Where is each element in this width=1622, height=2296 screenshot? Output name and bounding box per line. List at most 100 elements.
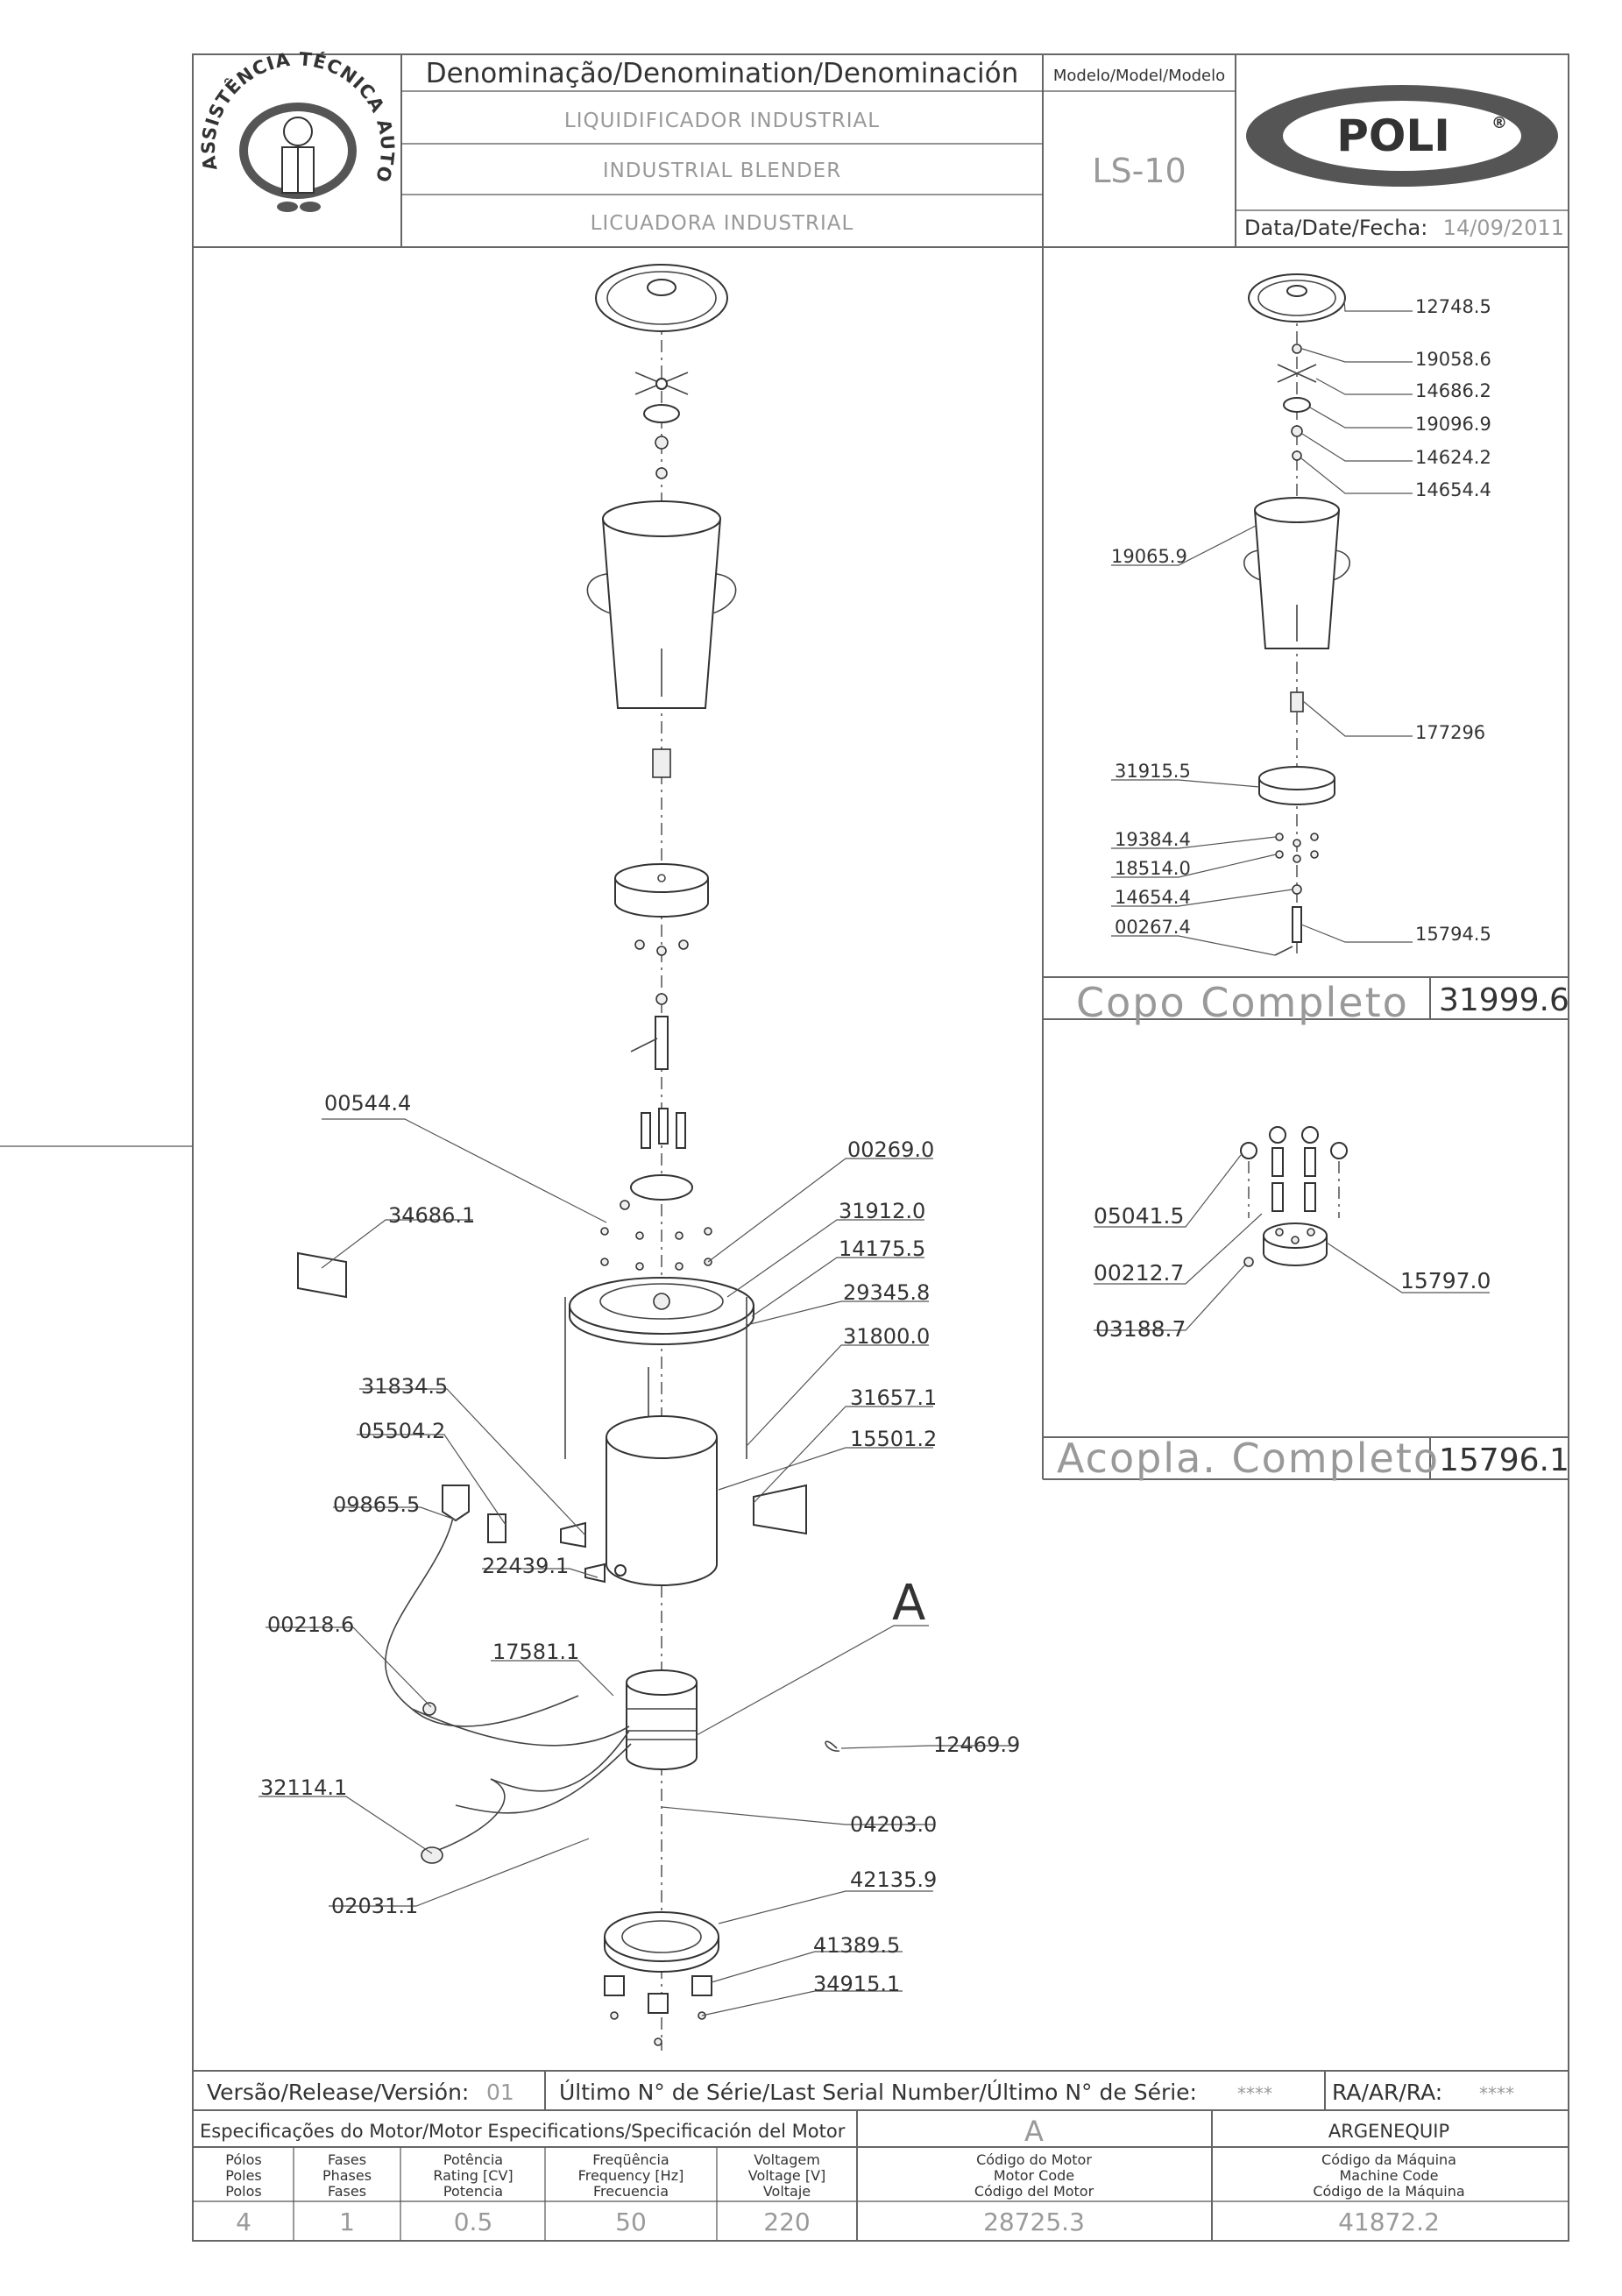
col-voltage-head-en: Voltage [V] [748,2167,826,2184]
coupling-panel: 05041.5 00212.7 03188.7 15797.0 Acopla. … [1057,1126,1569,1482]
coupling-panel-code: 15796.1 [1439,1442,1569,1478]
callout-15501-2: 15501.2 [850,1427,937,1451]
cable-clip [825,1740,840,1752]
motor-stator [626,1669,698,1770]
callout-12748-5: 12748.5 [1415,296,1491,317]
callout-02031-1: 02031.1 [331,1894,418,1918]
brand-name: POLI [1336,110,1450,161]
callout-14175-5: 14175.5 [839,1237,925,1261]
main-callouts: 00544.4 00269.0 34686.1 31912.0 14175.5 … [260,1091,1020,1996]
motor-housing [560,1415,807,1586]
col-phases-head-es: Fases [328,2183,366,2200]
col-rating-head-es: Potencia [443,2183,503,2200]
callout-15797-0: 15797.0 [1400,1268,1491,1293]
callout-00267-4: 00267.4 [1115,917,1191,938]
main-leaders [259,1118,1016,2016]
serial-label: Último N° de Série/Last Serial Number/Úl… [559,2079,1197,2105]
callout-41389-5: 41389.5 [813,1933,900,1958]
col-voltage-head-pt: Voltagem [754,2151,820,2168]
cup-panel-code: 31999.6 [1439,982,1569,1018]
callout-18514-0: 18514.0 [1115,858,1191,879]
footer: Versão/Release/Versión: 01 Último N° de … [200,2079,1514,2236]
callout-31657-1: 31657.1 [850,1385,937,1410]
col-frequency-head-es: Frecuencia [593,2183,669,2200]
callout-29345-8: 29345.8 [843,1280,930,1305]
brand-logo: POLI ® [1246,85,1558,187]
version-value: 01 [486,2080,514,2105]
model-value: LS-10 [1092,152,1186,190]
brand-mark: ® [1491,114,1507,132]
assistance-seal: ASSISTÊNCIA TÉCNICA AUTORIZADA [0,0,398,212]
callout-09865-5: 09865.5 [333,1492,420,1517]
rating-value: 0.5 [454,2207,493,2236]
voltage-value: 220 [763,2207,810,2236]
svg-text:ASSISTÊNCIA TÉCNICA AUTORIZADA: ASSISTÊNCIA TÉCNICA AUTORIZADA [0,0,398,185]
callout-19096-9: 19096.9 [1415,414,1491,435]
manufacturer: ARGENEQUIP [1328,2121,1449,2142]
date-value: 14/09/2011 [1443,216,1564,240]
model-label: Modelo/Model/Modelo [1053,67,1225,85]
col-machine-code-head-es: Código de la Máquina [1313,2183,1464,2200]
machine-code-value: 41872.2 [1338,2207,1440,2236]
callout-14654-4-a: 14654.4 [1415,479,1491,500]
col-rating-head-en: Rating [CV] [433,2167,513,2184]
callout-00544-4: 00544.4 [324,1091,411,1116]
frequency-value: 50 [615,2207,647,2236]
motor-variant: A [1024,2115,1044,2148]
callout-15794-5: 15794.5 [1415,924,1491,945]
callout-34686-1: 34686.1 [388,1203,475,1228]
callout-31915-5: 31915.5 [1115,761,1191,782]
cup-base [614,863,709,1070]
col-frequency-head-en: Frequency [Hz] [578,2167,684,2184]
power-cable [385,1485,632,1864]
label-sticker [297,1251,347,1299]
callout-14654-4-b: 14654.4 [1115,887,1191,908]
callout-04203-0: 04203.0 [850,1812,937,1837]
col-phases-head-pt: Fases [328,2151,366,2168]
coupling-panel-title: Acopla. Completo [1057,1435,1440,1482]
ra-label: RA/AR/RA: [1332,2080,1442,2105]
col-motor-code-head-pt: Código do Motor [976,2151,1092,2168]
cup [586,500,737,778]
callout-05041-5: 05041.5 [1094,1203,1184,1229]
col-motor-code-head-en: Motor Code [994,2167,1074,2184]
main-exploded-view: 00544.4 00269.0 34686.1 31912.0 14175.5 … [259,264,1020,2051]
coupling-group [620,1108,693,1210]
callout-32114-1: 32114.1 [260,1775,347,1800]
callout-00269-0: 00269.0 [847,1137,934,1162]
callout-19384-4: 19384.4 [1115,829,1191,850]
callout-42135-9: 42135.9 [850,1867,937,1892]
callout-00218-6: 00218.6 [267,1612,354,1637]
col-machine-code-head-en: Machine Code [1339,2167,1438,2184]
callout-00212-7: 00212.7 [1094,1260,1184,1286]
blade [634,372,689,479]
date-label: Data/Date/Fecha: [1244,216,1427,240]
col-machine-code-head-pt: Código da Máquina [1321,2151,1456,2168]
col-phases-head-en: Phases [322,2167,372,2184]
serial-value: **** [1237,2083,1272,2104]
motor-plate [569,1227,754,1345]
callout-view-a: A [892,1575,925,1632]
callout-14686-2: 14686.2 [1415,380,1491,401]
col-rating-head-pt: Potência [443,2151,503,2168]
callout-22439-1: 22439.1 [482,1554,569,1578]
callout-14624-2: 14624.2 [1415,447,1491,468]
motor-code-value: 28725.3 [983,2207,1085,2236]
base-plate [604,1911,719,2046]
callout-34915-1: 34915.1 [813,1972,900,1996]
name-es: LICUADORA INDUSTRIAL [591,212,854,235]
motor-spec-label: Especificações do Motor/Motor Especifica… [200,2121,846,2142]
col-voltage-head-es: Voltaje [763,2183,811,2200]
col-poles-head-pt: Pólos [225,2151,261,2168]
callout-19058-6: 19058.6 [1415,349,1491,370]
version-label: Versão/Release/Versión: [207,2080,469,2105]
cup-panel: 12748.5 19058.6 14686.2 19096.9 14624.2 … [1076,273,1569,1026]
callout-12469-9: 12469.9 [933,1733,1020,1757]
callout-31912-0: 31912.0 [839,1199,925,1223]
seal-text: ASSISTÊNCIA TÉCNICA AUTORIZADA [0,0,397,185]
callout-05504-2: 05504.2 [358,1419,445,1443]
ra-value: **** [1479,2083,1514,2104]
lid [595,264,728,332]
poles-value: 4 [236,2207,251,2236]
